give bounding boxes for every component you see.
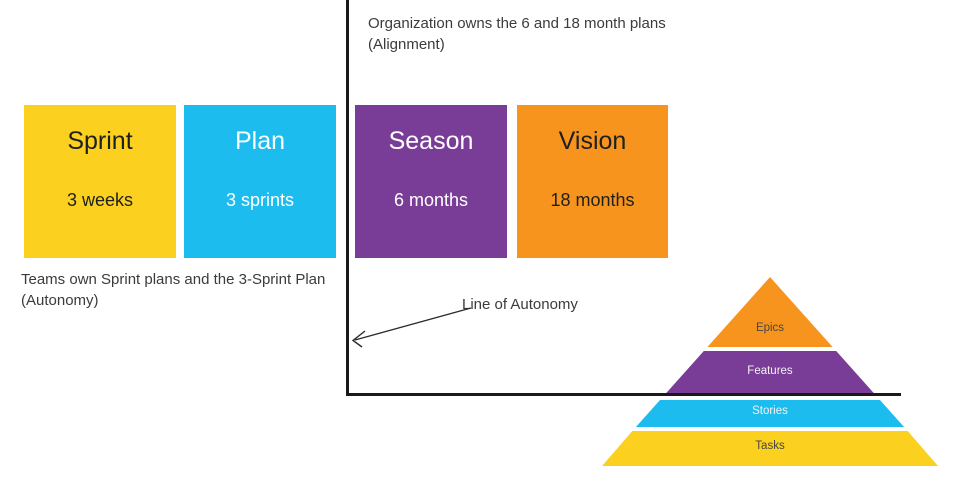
box-plan-subtitle: 3 sprints bbox=[225, 190, 295, 210]
pyramid-label-tasks: Tasks bbox=[755, 440, 785, 452]
box-plan-title: Plan bbox=[234, 127, 286, 155]
autonomy-note-line2: (Autonomy) bbox=[21, 292, 99, 309]
line-of-autonomy-label: Line of Autonomy bbox=[462, 296, 578, 313]
pyramid-layer-features bbox=[663, 351, 877, 396]
line-of-autonomy-line bbox=[346, 393, 901, 396]
box-season-title: Season bbox=[388, 127, 474, 155]
box-sprint-subtitle: 3 weeks bbox=[66, 190, 134, 210]
alignment-note-line2: (Alignment) bbox=[368, 36, 445, 53]
box-vision-subtitle: 18 months bbox=[550, 190, 635, 210]
pyramid-label-features: Features bbox=[747, 365, 793, 377]
autonomy-note-line1: Teams own Sprint plans and the 3-Sprint … bbox=[21, 271, 326, 288]
autonomy-note: Teams own Sprint plans and the 3-Sprint … bbox=[21, 269, 366, 311]
arrowhead-icon bbox=[351, 330, 366, 348]
pyramid-label-epics: Epics bbox=[756, 322, 784, 334]
pyramid-layer-stories bbox=[635, 400, 905, 427]
alignment-note: Organization owns the 6 and 18 month pla… bbox=[368, 13, 698, 55]
box-vision: Vision 18 months bbox=[517, 105, 668, 258]
box-season-subtitle: 6 months bbox=[393, 190, 469, 210]
box-plan: Plan 3 sprints bbox=[184, 105, 336, 258]
backlog-pyramid: Epics Features Stories Tasks bbox=[602, 277, 938, 466]
box-sprint-title: Sprint bbox=[67, 127, 133, 155]
box-sprint: Sprint 3 weeks bbox=[24, 105, 176, 258]
pyramid-layer-tasks bbox=[602, 431, 938, 466]
pyramid-layer-epics bbox=[707, 277, 833, 347]
alignment-note-line1: Organization owns the 6 and 18 month pla… bbox=[368, 15, 666, 32]
alignment-axis-vertical-line bbox=[346, 0, 349, 394]
pyramid-label-stories: Stories bbox=[752, 405, 788, 417]
box-vision-title: Vision bbox=[558, 127, 627, 155]
autonomy-arrow bbox=[351, 307, 472, 348]
box-season: Season 6 months bbox=[355, 105, 507, 258]
